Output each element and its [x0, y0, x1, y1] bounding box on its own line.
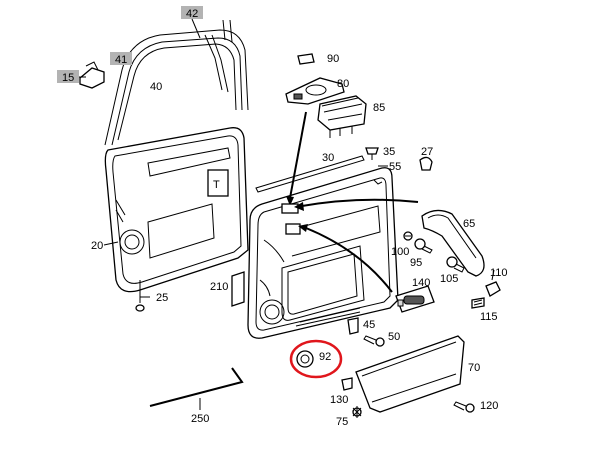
- callout-55: 55: [389, 161, 401, 173]
- callout-35: 35: [383, 146, 395, 158]
- switch-bezel-80: [285, 77, 345, 105]
- arrow-switch: [289, 111, 307, 199]
- arrow-handle: [301, 198, 419, 207]
- callout-70: 70: [468, 362, 480, 374]
- cap-92: [296, 350, 314, 368]
- callout-105: 105: [440, 273, 458, 285]
- window-seal-40: [104, 19, 249, 146]
- screw-50: [363, 335, 385, 347]
- callout-75: 75: [336, 416, 348, 428]
- door-frame-window: [207, 169, 229, 197]
- callout-42: 42: [186, 8, 198, 20]
- bracket-45: [347, 317, 359, 335]
- callout-90: 90: [327, 53, 339, 65]
- callout-27: 27: [421, 146, 433, 158]
- callout-95: 95: [410, 257, 422, 269]
- screw-100: [403, 231, 413, 241]
- cover-90: [297, 53, 315, 65]
- star-clip-75: [352, 406, 362, 418]
- leader-20: [103, 241, 119, 246]
- lower-trim-70: [355, 335, 465, 413]
- callout-50: 50: [388, 331, 400, 343]
- screw-95: [414, 238, 433, 254]
- panel-letter: T: [213, 179, 220, 191]
- door-trim-panel: [247, 167, 399, 339]
- clip-15: [79, 61, 105, 89]
- callout-115: 115: [480, 311, 498, 323]
- callout-250: 250: [191, 413, 209, 425]
- callout-92: 92: [319, 351, 331, 363]
- callout-15: 15: [62, 72, 74, 84]
- clip-27: [419, 156, 433, 171]
- door-release-140: [395, 285, 435, 313]
- clip-35: [365, 147, 379, 155]
- callout-30: 30: [322, 152, 334, 164]
- callout-85: 85: [373, 102, 385, 114]
- callout-65: 65: [463, 218, 475, 230]
- arrow-release: [305, 227, 393, 293]
- clip-115: [471, 297, 485, 309]
- callout-120: 120: [480, 400, 498, 412]
- callout-130: 130: [330, 394, 348, 406]
- door-frame-20: T: [104, 127, 249, 293]
- clip-130: [341, 377, 353, 391]
- label-box-42: [181, 6, 203, 19]
- cap-110: [485, 281, 501, 297]
- callout-110: 110: [490, 267, 508, 279]
- callout-41: 41: [115, 54, 127, 66]
- switch-housing-85: [317, 95, 367, 138]
- highlight-circle-92: [289, 339, 343, 379]
- callout-140: 140: [412, 277, 430, 289]
- strip-30: [255, 155, 365, 193]
- leader-42: [191, 18, 201, 39]
- callout-80: 80: [337, 78, 349, 90]
- plug-25: [135, 304, 145, 312]
- callout-100: 100: [391, 246, 409, 258]
- cable-250: [149, 367, 244, 407]
- screw-120: [453, 401, 475, 413]
- grab-handle-65: [421, 209, 485, 277]
- label-box-41: [110, 52, 132, 65]
- callout-25: 25: [156, 292, 168, 304]
- label-box-15: [57, 70, 79, 83]
- callout-210: 210: [210, 281, 228, 293]
- callout-40: 40: [150, 81, 162, 93]
- insert-210: [231, 271, 245, 307]
- callout-45: 45: [363, 319, 375, 331]
- bolt-105: [446, 256, 465, 273]
- callout-20: 20: [91, 240, 103, 252]
